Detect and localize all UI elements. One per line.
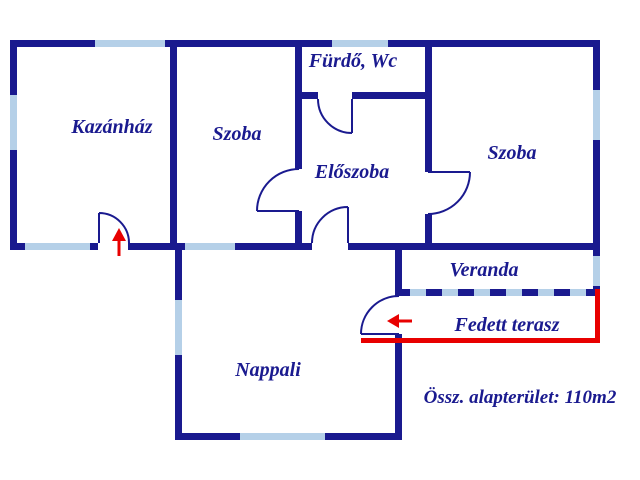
entrance-arrow-icon	[112, 228, 126, 241]
wall-segment	[352, 92, 425, 99]
terrace-entry-arrow-icon	[387, 314, 399, 328]
windows	[10, 40, 600, 440]
room-label-eloszoba: Előszoba	[314, 161, 389, 183]
window-segment	[95, 40, 165, 47]
wall-segment	[302, 92, 318, 99]
window-segment	[25, 243, 90, 250]
entry-arrows	[112, 228, 412, 328]
terrace-edge	[595, 289, 600, 343]
window-segment	[240, 433, 325, 440]
window-segment	[185, 243, 235, 250]
railing-glass	[538, 289, 554, 296]
window-segment	[332, 40, 388, 47]
veranda-railing	[396, 289, 600, 296]
room-label-fedett-terasz: Fedett terasz	[454, 314, 560, 336]
interior-walls	[170, 47, 432, 243]
room-label-szoba-left: Szoba	[213, 123, 262, 145]
wall-segment	[395, 334, 402, 440]
wall-segment	[395, 250, 402, 296]
railing-glass	[506, 289, 522, 296]
door-arc-szoba-right	[427, 171, 471, 215]
room-labels: Fürdő, Wc Kazánház Szoba Előszoba Szoba …	[70, 50, 616, 408]
wall-segment	[295, 211, 302, 243]
door-arc-bathroom	[317, 98, 353, 134]
railing-glass	[474, 289, 490, 296]
door-arc-terrace	[360, 295, 400, 335]
window-segment	[10, 95, 17, 150]
door-arc-veranda	[311, 206, 349, 244]
wall-segment	[295, 47, 302, 169]
room-label-veranda: Veranda	[450, 259, 519, 281]
wall-segment	[348, 243, 600, 250]
room-label-furdo-wc: Fürdő, Wc	[308, 50, 398, 72]
door-arc-szoba-left	[256, 168, 300, 212]
window-segment	[593, 90, 600, 140]
door-arc-entrance	[98, 212, 130, 244]
room-label-szoba-right: Szoba	[488, 142, 537, 164]
total-area-label: Össz. alapterület: 110m2	[424, 387, 617, 408]
railing-glass	[442, 289, 458, 296]
wall-segment	[425, 47, 432, 172]
wall-segment	[425, 214, 432, 243]
terrace-edge	[361, 338, 600, 343]
doors	[98, 98, 471, 335]
room-label-kazanhaz: Kazánház	[70, 116, 152, 138]
wall-segment	[10, 40, 600, 47]
window-segment	[593, 256, 600, 286]
wall-segment	[593, 40, 600, 289]
railing-glass	[410, 289, 426, 296]
room-label-nappali: Nappali	[234, 359, 301, 381]
railing-glass	[570, 289, 586, 296]
wall-segment	[170, 47, 177, 243]
terrace-outline	[361, 289, 600, 343]
window-segment	[175, 300, 182, 355]
